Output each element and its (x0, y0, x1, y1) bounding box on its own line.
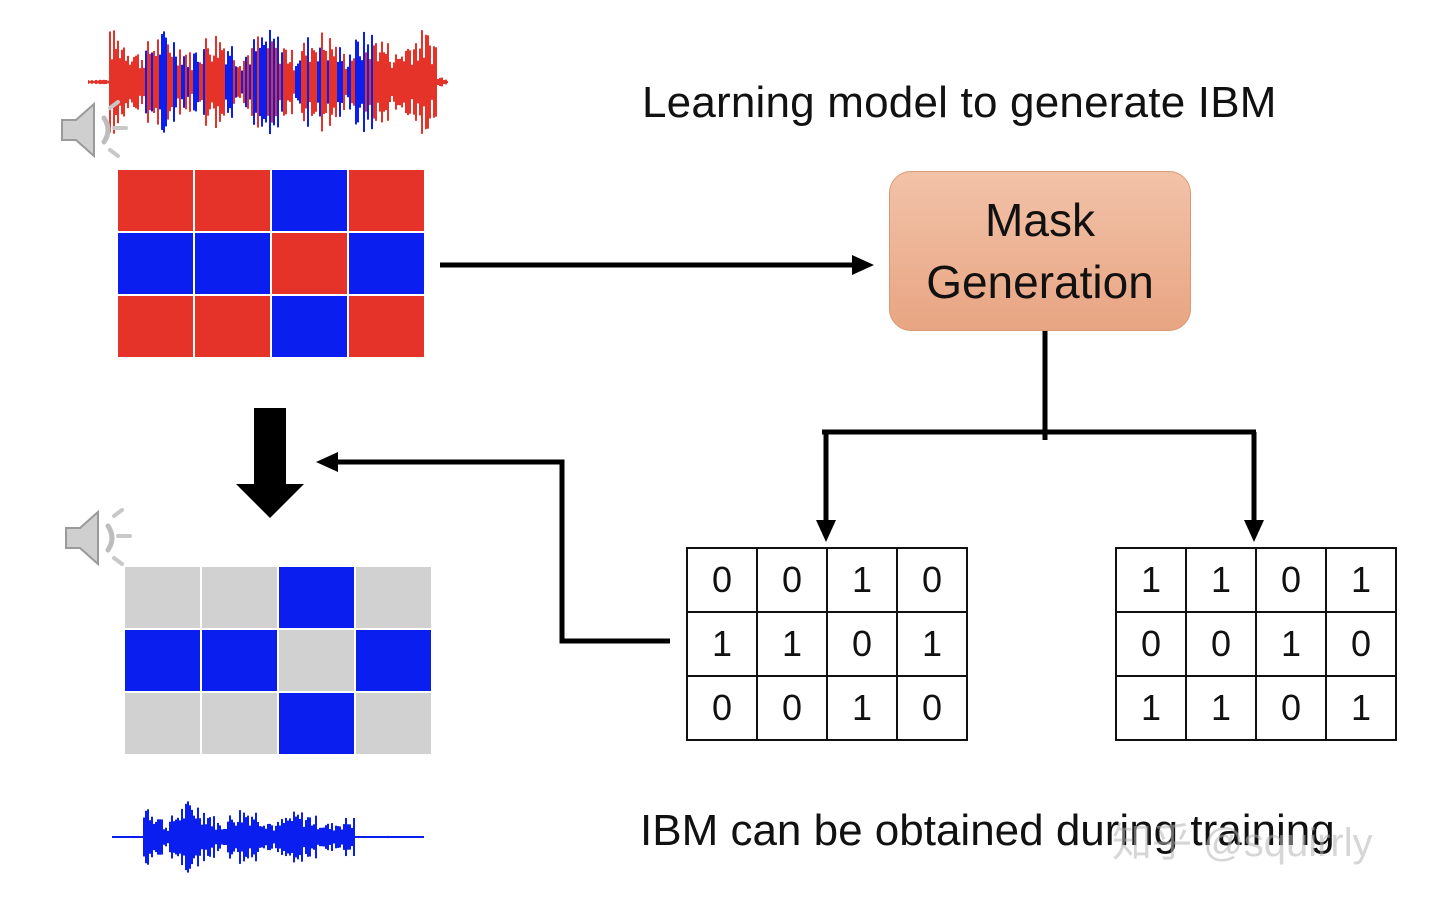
mask-cell: 1 (1325, 675, 1397, 741)
spectrogram-cell (349, 296, 424, 357)
clean-waveform-icon (112, 801, 424, 873)
mask-cell: 0 (1185, 611, 1257, 677)
mask-cell: 0 (1325, 611, 1397, 677)
mask-generation-label-line1: Mask (985, 194, 1095, 246)
mask-cell: 0 (1115, 611, 1187, 677)
spectrogram-cell (349, 170, 424, 231)
watermark: 知乎 @squirrly (1112, 821, 1373, 865)
mask-cell: 1 (756, 611, 828, 677)
spectrogram-cell (279, 567, 354, 628)
mask-cell: 0 (896, 675, 968, 741)
mask-cell: 0 (1255, 675, 1327, 741)
mask-cell: 0 (896, 547, 968, 613)
spectrogram-cell (272, 233, 347, 294)
spectrogram-cell (202, 567, 277, 628)
spectrogram-cell (118, 296, 193, 357)
spectrogram-cell (125, 693, 200, 754)
speaker-icon (65, 508, 132, 567)
mask-generation-label-line2: Generation (926, 256, 1154, 308)
mask-cell: 1 (896, 611, 968, 677)
mask-cell: 0 (826, 611, 898, 677)
spectrogram-cell (195, 170, 270, 231)
spectrogram-cell (195, 296, 270, 357)
arrow-to-output-spectrogram (334, 459, 670, 644)
mask-cell: 1 (1255, 611, 1327, 677)
spectrogram-cell (202, 630, 277, 691)
output-spectrogram (125, 567, 431, 754)
mask-cell: 0 (686, 547, 758, 613)
spectrogram-cell (118, 170, 193, 231)
mask-cell: 1 (1185, 547, 1257, 613)
mask-cell: 1 (1115, 547, 1187, 613)
input-spectrogram (118, 170, 424, 357)
spectrogram-cell (272, 296, 347, 357)
mask-cell: 1 (1185, 675, 1257, 741)
mask-cell: 1 (686, 611, 758, 677)
mask-cell: 1 (826, 547, 898, 613)
spectrogram-cell (118, 233, 193, 294)
speaker-icon (61, 100, 128, 159)
mask-cell: 0 (756, 547, 828, 613)
down-block-arrow (236, 408, 304, 518)
mask-cell: 1 (826, 675, 898, 741)
mask-cell: 0 (756, 675, 828, 741)
spectrogram-cell (279, 630, 354, 691)
spectrogram-cell (279, 693, 354, 754)
spectrogram-cell (356, 693, 431, 754)
diagram-title: Learning model to generate IBM (642, 78, 1277, 127)
spectrogram-cell (272, 170, 347, 231)
mask-cell: 0 (686, 675, 758, 741)
mask-cell: 1 (1115, 675, 1187, 741)
mask-cell: 1 (1325, 547, 1397, 613)
spectrogram-cell (195, 233, 270, 294)
spectrogram-cell (349, 233, 424, 294)
spectrogram-cell (356, 567, 431, 628)
spectrogram-cell (125, 567, 200, 628)
spectrogram-cell (356, 630, 431, 691)
mixed-waveform-icon (88, 29, 448, 135)
mask-generation-box: Mask Generation (889, 171, 1191, 331)
diagram-caption: IBM can be obtained during training (640, 806, 1335, 855)
spectrogram-cell (125, 630, 200, 691)
spectrogram-cell (202, 693, 277, 754)
mask-cell: 0 (1255, 547, 1327, 613)
